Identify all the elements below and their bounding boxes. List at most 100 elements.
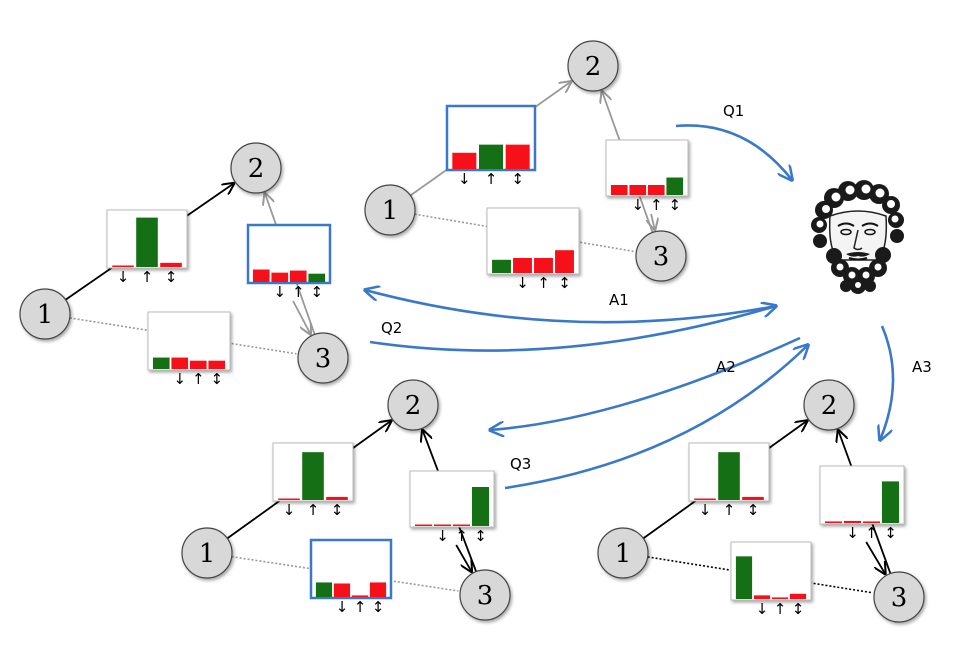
node-label: 1 (382, 196, 399, 226)
node-circle (635, 230, 687, 282)
histogram-edge-1-2: ↓↑↕ (445, 104, 537, 188)
direction-arrow-icon: ↑ (455, 527, 468, 545)
histogram-bar-red (629, 185, 647, 195)
graph-bottom-mid: ↓↑↕↓↑↕↓↑↕123 (181, 379, 511, 621)
node-circle (230, 142, 282, 194)
direction-arrow-icon: ↑ (723, 501, 736, 519)
histogram-edge-1-3: ↓↑↕ (486, 207, 580, 292)
histogram-bar-red (189, 360, 207, 369)
histogram-bar-red (112, 265, 134, 267)
node-circle (297, 332, 349, 384)
direction-arrow-icon: ↕ (511, 170, 524, 188)
histogram-bar-red (433, 524, 452, 526)
node-1: 1 (597, 527, 649, 579)
node-circle (364, 184, 416, 236)
node-circle (803, 379, 855, 431)
message-label-q3: Q3 (510, 455, 531, 473)
node-1: 1 (181, 527, 233, 579)
histogram-bar-red (824, 521, 843, 523)
direction-arrow-icon: ↓ (516, 274, 529, 292)
message-label-q2: Q2 (381, 319, 402, 337)
histogram-bar-red (369, 582, 387, 597)
node-label: 2 (821, 391, 838, 421)
direction-arrow-icon: ↕ (668, 196, 681, 214)
histogram-bar-green (479, 144, 503, 169)
histogram-bar-red (789, 593, 807, 599)
histogram-bar-green (308, 273, 326, 282)
histogram-bar-green (666, 177, 684, 195)
histogram-edge-1-3: ↓ ↑ ↕ (309, 538, 393, 616)
message-label-a3: A3 (912, 358, 932, 376)
node-3: 3 (635, 230, 687, 282)
direction-arrow-icon: ↑ (307, 501, 320, 519)
histogram-bar-red (252, 269, 270, 282)
histogram-bar-red (753, 595, 771, 599)
histogram-bar-red (694, 498, 716, 500)
q1-arrow (675, 124, 792, 180)
a1-arrow (365, 290, 777, 324)
message-arrows (365, 124, 895, 490)
direction-arrow-icon: ↑ (865, 524, 878, 542)
histogram-bar-red (160, 262, 182, 267)
graph-top: ↓↑↕↓↑↕↓↑↕123 (364, 40, 689, 292)
histogram-edge-2-3: ↓↑↕ (409, 470, 495, 545)
message-label-a2: A2 (716, 358, 736, 376)
histogram-edge-1-3: ↓↑↕ (730, 541, 812, 618)
edge-to-3 (865, 541, 885, 574)
q3-arrow (504, 345, 808, 490)
histogram-bar-red (843, 520, 862, 523)
histogram-bar-red (351, 595, 369, 597)
histogram-edge-2-3: ↓↑↕ (605, 139, 689, 214)
message-label-q1: Q1 (723, 102, 744, 120)
histogram-bar-green (881, 481, 900, 523)
edge-1-3 (414, 213, 635, 253)
direction-arrow-icon: ↑ (292, 283, 305, 301)
a3-arrow (880, 325, 895, 440)
histogram-edge-2-3: ↓ ↑ ↕ (246, 223, 332, 301)
histogram-bar-red (171, 357, 189, 369)
histogram-bar-red (742, 496, 764, 500)
node-3: 3 (459, 569, 511, 621)
histogram-bar-red (208, 360, 226, 369)
direction-arrow-icon: ↓ (458, 170, 471, 188)
direction-arrow-icon: ↕ (210, 370, 223, 388)
q2-arrow (369, 306, 776, 352)
node-label: 1 (37, 300, 54, 330)
node-label: 2 (405, 391, 422, 421)
histogram-bar-green (492, 259, 511, 273)
node-label: 2 (585, 52, 602, 82)
direction-arrow-icon: ↕ (558, 274, 571, 292)
direction-arrow-icon: ↓ (336, 598, 349, 616)
node-2: 2 (387, 379, 439, 431)
histogram-edge-2-3: ↓↑↕ (819, 465, 905, 542)
node-circle (387, 379, 439, 431)
direction-arrow-icon: ↑ (650, 196, 663, 214)
philosopher-bust-icon (811, 180, 904, 294)
histogram-bar-green (718, 452, 740, 500)
direction-arrow-icon: ↓ (756, 600, 769, 618)
histogram-bar-red (333, 583, 351, 597)
histogram-bar-red (862, 521, 881, 523)
direction-arrow-icon: ↕ (331, 501, 344, 519)
a2-arrow (490, 336, 801, 430)
node-label: 1 (615, 539, 632, 569)
direction-arrow-icon: ↓ (436, 527, 449, 545)
node-1: 1 (19, 288, 71, 340)
direction-arrow-icon: ↑ (354, 598, 367, 616)
graph-left: ↓↑↕↓↑↕↓↑↕123 (19, 142, 349, 388)
histogram-bar-green (315, 582, 333, 597)
direction-arrow-icon: ↓ (273, 283, 286, 301)
edge-to-3 (651, 213, 655, 230)
histogram-bar-green (152, 357, 170, 369)
histogram-bar-green (302, 452, 324, 500)
node-2: 2 (567, 40, 619, 92)
node-circle (19, 288, 71, 340)
node-1: 1 (364, 184, 416, 236)
direction-arrow-icon: ↕ (372, 598, 385, 616)
node-circle (459, 569, 511, 621)
direction-arrow-icon: ↕ (310, 283, 323, 301)
histogram-bar-red (414, 524, 433, 526)
edge-to-3 (292, 300, 310, 334)
